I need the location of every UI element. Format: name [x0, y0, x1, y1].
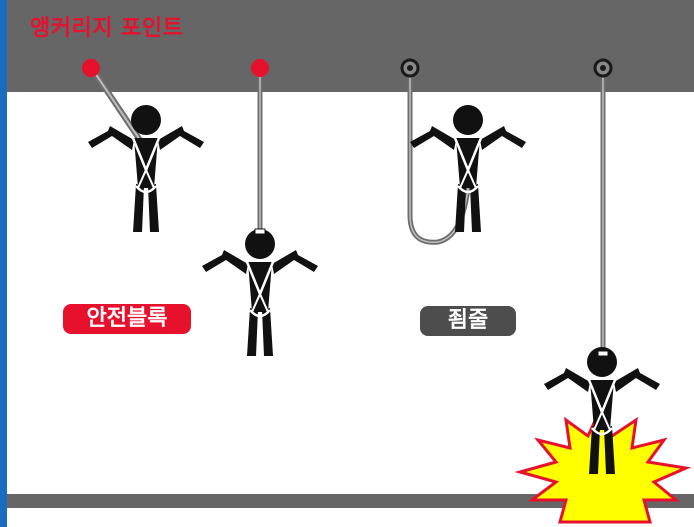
left-frame-border [0, 0, 7, 527]
harness-connector [598, 351, 608, 356]
anchor-ring-center [407, 65, 413, 71]
anchor-point-red-icon [251, 59, 269, 77]
anchorage-point-title: 앵커리지 포인트 [30, 10, 183, 42]
lanyard-label: 죔줄 [420, 306, 516, 336]
harness-connector [255, 229, 265, 234]
safety-block-label: 안전블록 [63, 304, 191, 334]
anchor-point-red-icon [82, 59, 100, 77]
anchor-ring-center [600, 65, 606, 71]
